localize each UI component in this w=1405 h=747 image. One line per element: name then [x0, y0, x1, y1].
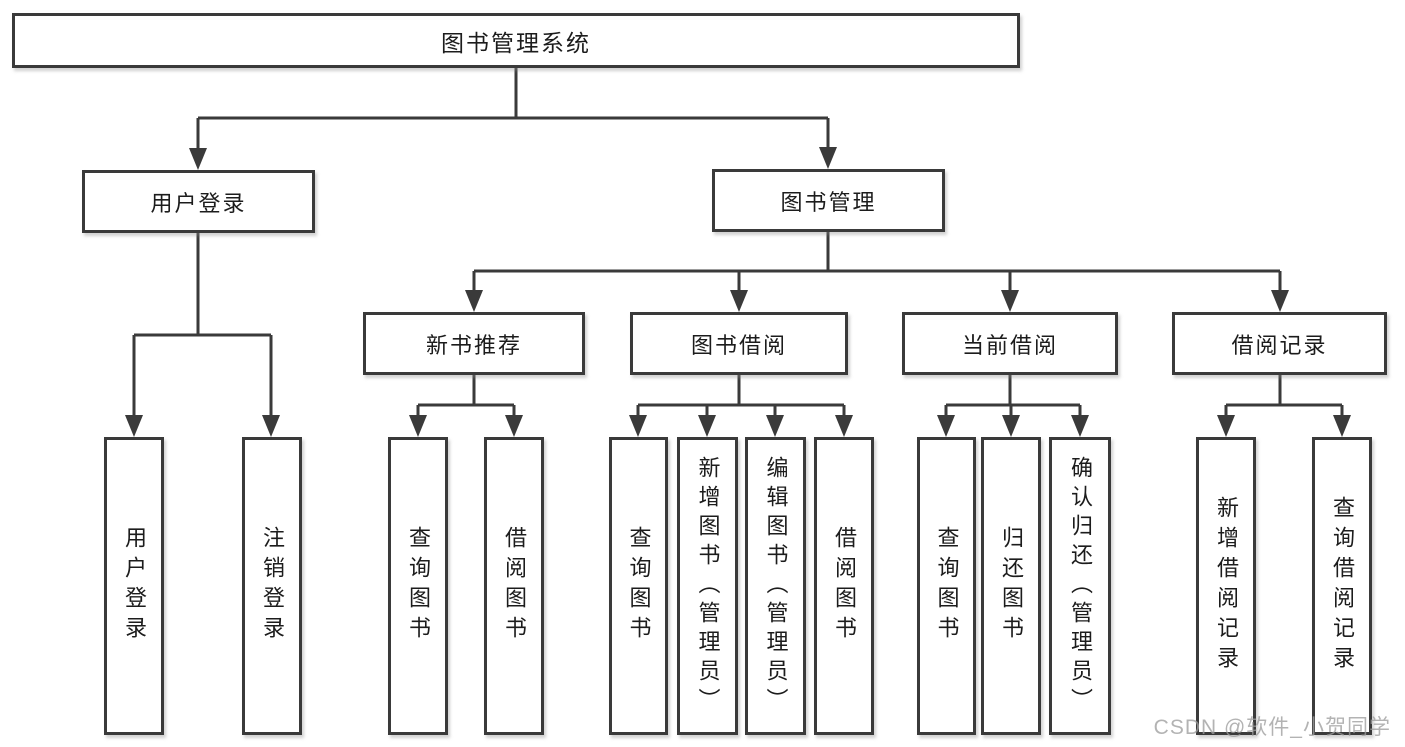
- node-book-borrow: 图书借阅: [630, 312, 848, 375]
- leaf-return-book: 归还图书: [981, 437, 1041, 735]
- node-root: 图书管理系统: [12, 13, 1020, 68]
- leaf-user-login: 用户登录: [104, 437, 164, 735]
- leaf-edit-book-admin: 编辑图书（管理员）: [745, 437, 806, 735]
- leaf-borrow-books-2: 借阅图书: [814, 437, 874, 735]
- leaf-add-borrow-record: 新增借阅记录: [1196, 437, 1256, 735]
- leaf-add-book-admin: 新增图书（管理员）: [677, 437, 738, 735]
- watermark: CSDN @软件_小贺同学: [1153, 716, 1391, 739]
- node-borrow-records: 借阅记录: [1172, 312, 1387, 375]
- leaf-confirm-return-admin: 确认归还（管理员）: [1049, 437, 1111, 735]
- leaf-query-books-2: 查询图书: [609, 437, 668, 735]
- leaf-logout: 注销登录: [242, 437, 302, 735]
- node-book-management: 图书管理: [712, 169, 945, 232]
- node-current-borrow: 当前借阅: [902, 312, 1118, 375]
- leaf-borrow-books-1: 借阅图书: [484, 437, 544, 735]
- node-new-book-recommend: 新书推荐: [363, 312, 585, 375]
- arrowhead-group: [125, 147, 1351, 437]
- leaf-query-books-1: 查询图书: [388, 437, 448, 735]
- leaf-query-borrow-record: 查询借阅记录: [1312, 437, 1372, 735]
- node-user-login-branch: 用户登录: [82, 170, 315, 233]
- leaf-query-books-3: 查询图书: [917, 437, 976, 735]
